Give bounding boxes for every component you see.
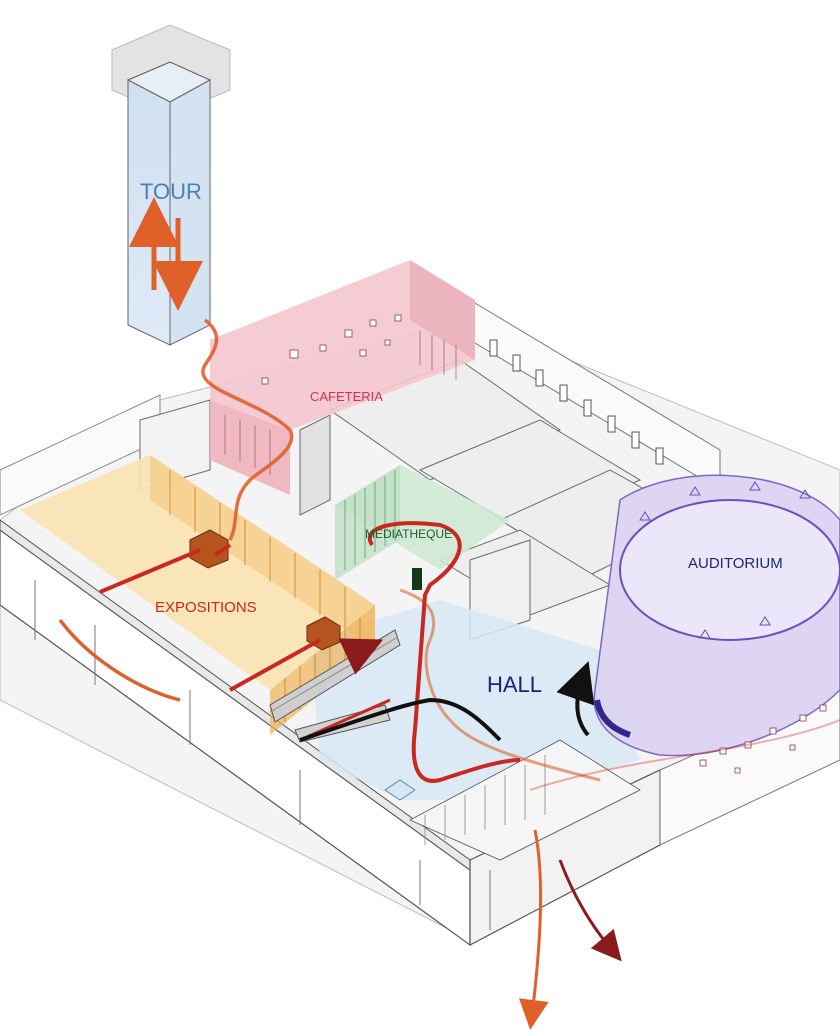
- back-windows: [489, 339, 664, 465]
- circulation-paths: [58, 197, 840, 1030]
- cafeteria-zone: [210, 260, 475, 495]
- black-circulation-path: [299, 697, 502, 742]
- auditorium-zone: [593, 474, 840, 757]
- exit-orange-arrow: [518, 829, 549, 1030]
- entry-dark-red-arrow: [558, 859, 622, 962]
- tour-label: TOUR: [140, 179, 202, 204]
- auditorium-label: AUDITORIUM: [688, 555, 783, 572]
- lightwell: [384, 739, 641, 861]
- cafeteria-label: CAFETERIA: [310, 389, 383, 404]
- mediatheque-zone: [335, 465, 510, 590]
- orange-circulation-path: [201, 318, 294, 541]
- red-circulation-path: [99, 543, 321, 692]
- mediatheque-label: MEDIATHEQUE: [365, 527, 452, 541]
- expositions-label: EXPOSITIONS: [155, 599, 257, 616]
- expositions-zone: [20, 455, 375, 735]
- hall-label: HALL: [487, 672, 542, 697]
- right-facade-openings: [699, 704, 827, 774]
